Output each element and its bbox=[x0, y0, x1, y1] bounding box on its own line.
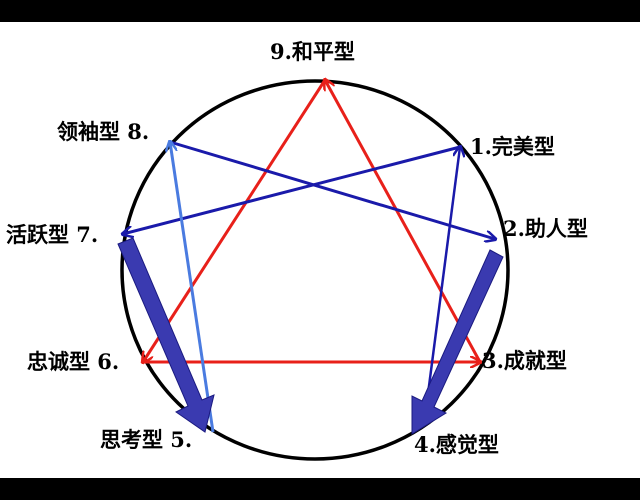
label-achiever: 3.成就型 bbox=[482, 348, 567, 373]
enneagram-diagram: 9.和平型 1.完美型 2.助人型 3.成就型 4.感觉型 思考型 5. 忠诚型… bbox=[6, 39, 588, 461]
label-investigator: 思考型 5. bbox=[100, 427, 192, 452]
label-helper: 2.助人型 bbox=[503, 216, 588, 241]
thick-arrow-7-to-5 bbox=[117, 237, 215, 433]
label-loyalist: 忠诚型 6. bbox=[27, 349, 119, 374]
label-enthusiast: 活跃型 7. bbox=[6, 222, 98, 247]
outer-circle bbox=[120, 79, 510, 461]
line-1-to-7 bbox=[123, 145, 461, 234]
label-peacemaker: 9.和平型 bbox=[270, 39, 355, 64]
label-challenger: 领袖型 8. bbox=[57, 119, 149, 144]
line-3-to-9 bbox=[325, 80, 482, 363]
label-reformer: 1.完美型 bbox=[470, 134, 555, 159]
thick-arrow-2-to-4 bbox=[411, 249, 504, 435]
label-individualist: 4.感觉型 bbox=[414, 432, 499, 457]
line-5-to-8 bbox=[170, 142, 215, 433]
line-4-to-1 bbox=[423, 147, 460, 418]
line-9-to-6 bbox=[143, 79, 327, 362]
line-8-to-2 bbox=[169, 140, 495, 239]
diagram-canvas: 9.和平型 1.完美型 2.助人型 3.成就型 4.感觉型 思考型 5. 忠诚型… bbox=[0, 22, 640, 478]
